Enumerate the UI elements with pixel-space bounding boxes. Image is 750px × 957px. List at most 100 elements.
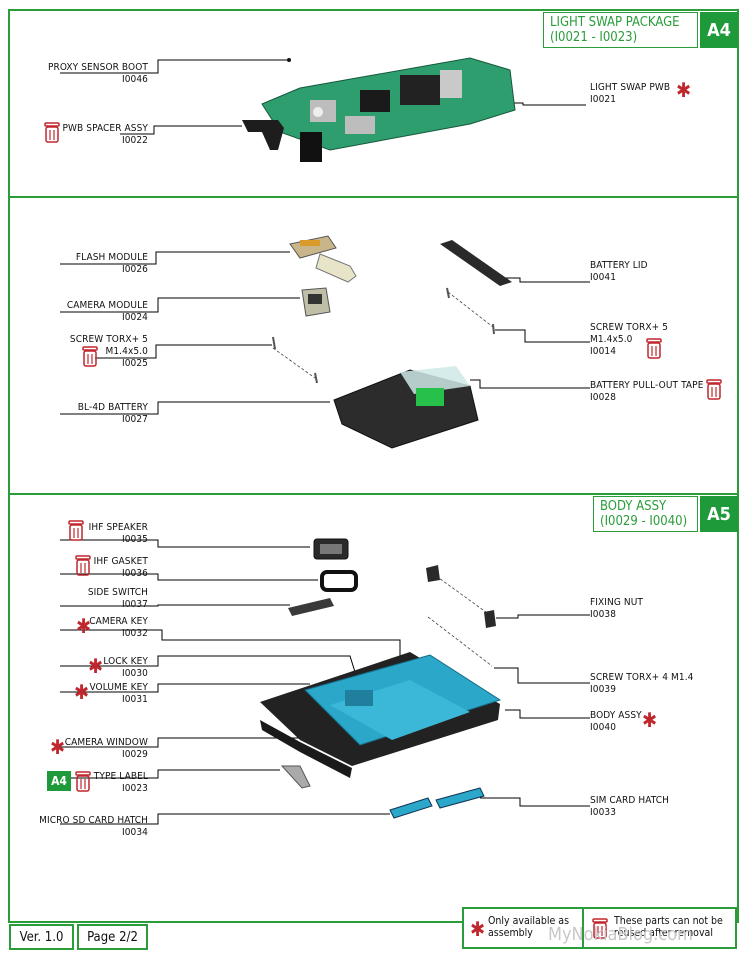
label-flash-module: FLASH MODULE I0026 xyxy=(40,252,148,276)
part-name: CAMERA MODULE xyxy=(66,300,148,311)
section-tag-a4: A4 xyxy=(700,12,738,48)
section-tag-a5: A5 xyxy=(700,496,738,532)
part-code: I0046 xyxy=(121,74,148,85)
part-code: I0034 xyxy=(121,827,148,838)
label-type-label: TYPE LABEL I0023 xyxy=(40,771,148,795)
label-camera-module: CAMERA MODULE I0024 xyxy=(40,300,148,324)
trash-bin-icon xyxy=(592,918,608,939)
part-name: TYPE LABEL xyxy=(93,771,148,782)
legend-separator xyxy=(582,909,584,947)
section-divider-2 xyxy=(8,493,739,495)
part-name: MICRO SD CARD HATCH xyxy=(39,815,148,826)
label-proxy-sensor-boot: PROXY SENSOR BOOT I0046 xyxy=(40,62,148,86)
asterisk-icon: ✱ xyxy=(50,735,66,759)
part-name: BATTERY LID xyxy=(590,260,648,271)
label-body-assy: BODY ASSY I0040 xyxy=(590,710,642,734)
body-assy-range: (I0029 - I0040) xyxy=(600,514,688,529)
part-name: LOCK KEY xyxy=(103,656,148,667)
light-swap-range: (I0021 - I0023) xyxy=(550,30,638,45)
part-name: SIDE SWITCH xyxy=(87,587,148,598)
part-code: I0038 xyxy=(590,609,617,620)
label-ihf-speaker: IHF SPEAKER I0035 xyxy=(40,522,148,546)
pwb-board-drawing xyxy=(242,57,516,162)
part-spec: M1.4x5.0 xyxy=(590,334,633,345)
label-fixing-nut: FIXING NUT I0038 xyxy=(590,597,643,621)
label-screw-torx4: SCREW TORX+ 4 M1.4 I0039 xyxy=(590,672,694,696)
part-code: I0032 xyxy=(121,628,148,639)
asterisk-icon: ✱ xyxy=(642,708,658,732)
label-side-switch: SIDE SWITCH I0037 xyxy=(40,587,148,611)
page-frame xyxy=(8,9,739,923)
part-spec: M1.4x5.0 xyxy=(105,346,148,357)
part-code: I0026 xyxy=(121,264,148,275)
part-name: IHF GASKET xyxy=(93,556,148,567)
part-code: I0036 xyxy=(121,568,148,579)
trash-bin-icon xyxy=(75,771,91,792)
asterisk-icon: ✱ xyxy=(88,654,104,678)
part-code: I0040 xyxy=(590,722,617,733)
asterisk-icon: ✱ xyxy=(470,917,486,941)
light-swap-title: LIGHT SWAP PACKAGE xyxy=(550,15,680,30)
label-battery-lid: BATTERY LID I0041 xyxy=(590,260,648,284)
part-name: SCREW TORX+ 5 xyxy=(590,322,669,333)
part-code: I0035 xyxy=(121,534,148,545)
label-light-swap-pwb: LIGHT SWAP PWB I0021 xyxy=(590,82,670,106)
trash-bin-icon xyxy=(44,122,60,143)
part-code: I0039 xyxy=(590,684,617,695)
part-name: IHF SPEAKER xyxy=(88,522,148,533)
asterisk-icon: ✱ xyxy=(74,680,90,704)
part-name: PWB SPACER ASSY xyxy=(62,123,148,134)
part-name: SCREW TORX+ 5 xyxy=(69,334,148,345)
speaker-drawing xyxy=(313,538,349,560)
label-ihf-gasket: IHF GASKET I0036 xyxy=(40,556,148,580)
label-volume-key: VOLUME KEY I0031 xyxy=(40,682,148,706)
part-code: I0021 xyxy=(590,94,617,105)
trash-bin-icon xyxy=(68,520,84,541)
part-name: FLASH MODULE xyxy=(75,252,148,263)
part-code: I0037 xyxy=(121,599,148,610)
flash-module-drawing xyxy=(289,235,357,283)
part-code: I0025 xyxy=(121,358,148,369)
legend-star-text: Only available as assembly xyxy=(488,915,569,939)
page-number-box: Page 2/2 xyxy=(77,924,148,950)
part-name: LIGHT SWAP PWB xyxy=(590,82,671,93)
part-name: CAMERA WINDOW xyxy=(64,737,148,748)
label-screw-torx5-right: SCREW TORX+ 5 M1.4x5.0 I0014 xyxy=(590,322,668,358)
side-switch-drawing xyxy=(288,598,334,616)
part-name: SIM CARD HATCH xyxy=(590,795,669,806)
part-code: I0041 xyxy=(590,272,617,283)
part-name: BATTERY PULL-OUT TAPE xyxy=(590,380,704,391)
type-label-a4-tag: A4 xyxy=(47,771,71,791)
label-screw-torx5-left: SCREW TORX+ 5 M1.4x5.0 I0025 xyxy=(50,334,148,370)
camera-module-drawing xyxy=(301,287,331,317)
part-code: I0029 xyxy=(121,749,148,760)
label-sim-card-hatch: SIM CARD HATCH I0033 xyxy=(590,795,669,819)
part-name: SCREW TORX+ 4 M1.4 xyxy=(590,672,694,683)
part-name: VOLUME KEY xyxy=(89,682,148,693)
part-code: I0024 xyxy=(121,312,148,323)
label-bl4d-battery: BL-4D BATTERY I0027 xyxy=(40,402,148,426)
legend-bin-text: These parts can not be reused after remo… xyxy=(614,915,723,939)
section-divider-1 xyxy=(8,196,739,198)
part-code: I0033 xyxy=(590,807,617,818)
asterisk-icon: ✱ xyxy=(676,78,692,102)
label-camera-key: CAMERA KEY I0032 xyxy=(40,616,148,640)
battery-lid-drawing xyxy=(440,240,512,286)
version-box: Ver. 1.0 xyxy=(9,924,74,950)
label-lock-key: LOCK KEY I0030 xyxy=(40,656,148,680)
battery-drawing xyxy=(333,366,479,449)
label-micro-sd-card-hatch: MICRO SD CARD HATCH I0034 xyxy=(30,815,148,839)
part-name: PROXY SENSOR BOOT xyxy=(47,62,148,73)
trash-bin-icon xyxy=(82,346,98,367)
trash-bin-icon xyxy=(646,338,662,359)
gasket-drawing xyxy=(320,570,358,592)
legend-box: ✱ Only available as assembly These parts… xyxy=(462,907,737,949)
watermark: MyNokiaBlog.com xyxy=(548,924,693,945)
part-code: I0014 xyxy=(590,346,617,357)
label-camera-window: CAMERA WINDOW I0029 xyxy=(40,737,148,761)
type-label-drawing xyxy=(280,765,311,789)
trash-bin-icon xyxy=(75,555,91,576)
trash-bin-icon xyxy=(706,379,722,400)
label-battery-pull-out-tape: BATTERY PULL-OUT TAPE I0028 xyxy=(590,380,703,404)
